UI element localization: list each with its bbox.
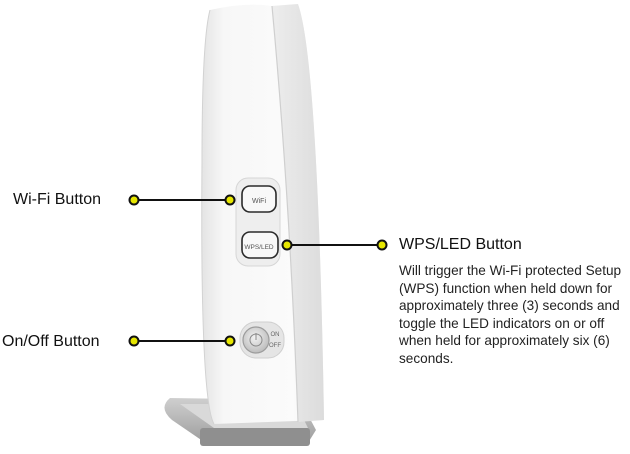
wifi-callout-dot-left xyxy=(128,194,140,206)
wps-key: WPS/LED xyxy=(241,231,279,259)
power-off-text: OFF xyxy=(269,343,281,349)
wifi-key-text: WiFi xyxy=(252,198,266,205)
wps-callout-dot-left xyxy=(281,239,293,251)
wifi-callout xyxy=(128,194,236,206)
power-on-text: ON xyxy=(271,332,280,338)
wifi-button-label: Wi-Fi Button xyxy=(13,191,102,208)
wps-button-label: WPS/LED Button xyxy=(399,236,522,253)
onoff-callout-dot-right xyxy=(224,335,236,347)
wps-key-text: WPS/LED xyxy=(244,244,274,251)
onoff-button-label: On/Off Button xyxy=(2,333,100,350)
wifi-key: WiFi xyxy=(241,185,277,213)
power-button: ON OFF xyxy=(239,321,285,359)
wps-callout-dot-right xyxy=(376,239,388,251)
onoff-callout-dot-left xyxy=(128,335,140,347)
wps-description: Will trigger the Wi-Fi protected Setup (… xyxy=(399,263,622,366)
wifi-callout-dot-right xyxy=(224,194,236,206)
wps-callout xyxy=(281,239,388,251)
onoff-callout xyxy=(128,335,236,347)
